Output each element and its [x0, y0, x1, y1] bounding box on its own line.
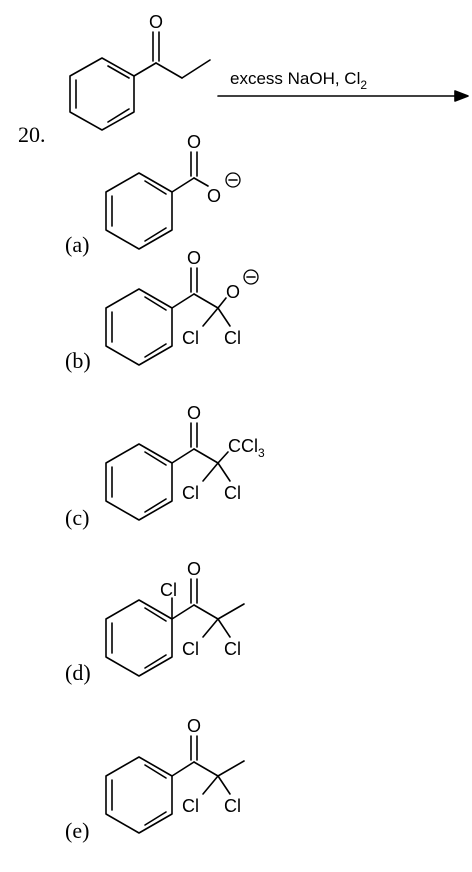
option-b-ring-double-bond — [144, 343, 167, 358]
option-a-ring-double-bond — [144, 227, 167, 242]
option-e-chlorine-left: Cl — [182, 796, 199, 816]
option-c-oxygen-atom: O — [187, 403, 201, 423]
question-number: 20. — [18, 122, 46, 147]
option-e-chain-bond — [193, 761, 219, 777]
option-d-c-cl-bond-left — [202, 618, 219, 638]
option-b-oxygen-atom: O — [187, 248, 201, 268]
option-e-oxygen-atom: O — [187, 716, 201, 736]
option-b-chlorine-left: Cl — [182, 328, 199, 348]
option-b-benzene-ring — [105, 288, 173, 366]
option-a-oxygen-anion: O — [207, 186, 221, 206]
option-e-chlorine-right: Cl — [224, 796, 241, 816]
option-c-benzene-ring — [105, 443, 173, 521]
option-c-c-cl-bond-right — [217, 462, 231, 482]
option-e-ring-double-bond — [144, 811, 167, 826]
option-a-structure: O O — [105, 132, 241, 250]
option-d-chain-bond — [193, 604, 219, 620]
option-e-structure: O Cl Cl — [105, 716, 245, 834]
reactant-ring-to-carbonyl-bond — [133, 62, 157, 77]
option-a-oxygen-atom: O — [187, 132, 201, 152]
reactant-chain-bond — [181, 59, 211, 79]
reaction-conditions: excess NaOH, Cl2 — [230, 69, 367, 92]
reactant-benzene-ring — [69, 57, 135, 131]
reactant-ring-double-bond — [107, 65, 130, 79]
option-c-ring-double-bond — [144, 498, 167, 513]
option-d-oxygen-atom: O — [187, 559, 201, 579]
option-c-c-ccl3-bond — [217, 451, 229, 464]
option-d-chlorine-left: Cl — [182, 639, 199, 659]
option-c-label: (c) — [65, 505, 90, 530]
option-e-c-cl-bond-right — [217, 775, 231, 795]
option-c-chlorine-right: Cl — [224, 483, 241, 503]
option-b-chlorine-right: Cl — [224, 328, 241, 348]
option-d-ring-double-bond — [144, 654, 167, 669]
reaction-arrow-head — [454, 90, 469, 102]
option-c-chlorine-left: Cl — [182, 483, 199, 503]
option-b-c-cl-bond-left — [202, 307, 219, 327]
option-b-chain-bond — [193, 293, 219, 309]
option-d-label: (d) — [65, 660, 91, 685]
option-a-ring-double-bond — [144, 180, 167, 195]
option-a-benzene-ring — [105, 172, 173, 250]
option-b-c-cl-bond-right — [217, 307, 231, 327]
reactant-propiophenone: O — [69, 12, 211, 131]
option-c-structure: O CCl3 Cl Cl — [105, 403, 265, 521]
option-e-methyl-bond — [217, 760, 245, 777]
option-b-oxygen-anion: O — [226, 282, 240, 302]
option-a-ring-to-carboxyl-bond — [171, 177, 195, 193]
option-e-benzene-ring — [105, 756, 173, 834]
option-a-c-o-single-bond — [193, 177, 209, 187]
option-d-six-membered-ring — [105, 599, 173, 677]
option-d-ring-double-bond — [144, 607, 167, 622]
option-c-chain-bond — [193, 448, 219, 464]
option-a-label: (a) — [65, 232, 90, 257]
option-e-ring-to-carbonyl-bond — [171, 761, 195, 777]
reactant-ring-double-bond — [107, 108, 130, 123]
option-d-ring-to-carbonyl-bond — [171, 604, 195, 620]
option-b-c-o-bond — [217, 297, 227, 309]
option-e-c-cl-bond-left — [202, 775, 219, 795]
option-d-c-cl-bond-right — [217, 618, 231, 638]
option-c-c-cl-bond-left — [202, 462, 219, 482]
option-b-ring-to-carbonyl-bond — [171, 293, 195, 309]
reaction-arrow-group: excess NaOH, Cl2 — [217, 69, 469, 102]
option-d-ring-chlorine: Cl — [160, 580, 177, 600]
option-b-structure: O O Cl Cl — [105, 248, 259, 366]
option-e-label: (e) — [65, 818, 90, 843]
option-d-structure: Cl O Cl Cl — [105, 559, 245, 677]
reactant-oxygen-atom: O — [149, 12, 163, 32]
option-b-ring-double-bond — [144, 296, 167, 311]
option-c-ring-to-carbonyl-bond — [171, 448, 195, 464]
reactant-chain-bond — [155, 62, 183, 79]
option-d-methyl-bond — [217, 603, 245, 620]
option-b-label: (b) — [65, 348, 91, 373]
option-d-chlorine-right: Cl — [224, 639, 241, 659]
option-c-trichloromethyl-group: CCl3 — [228, 436, 265, 460]
option-c-ring-double-bond — [144, 451, 167, 466]
option-e-ring-double-bond — [144, 764, 167, 779]
